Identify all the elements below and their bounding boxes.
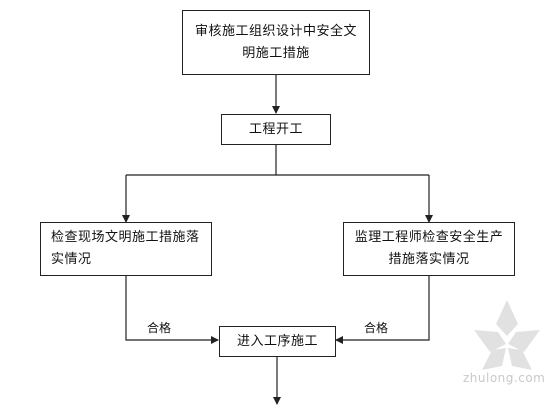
project-start-text: 工程开工 (248, 121, 303, 137)
check-site-text: 检查现场文明施工措施落实情况 (51, 230, 200, 267)
pass-label-right: 合格 (364, 321, 389, 335)
supervisor-check-text: 监理工程师检查安全生产措施落实情况 (354, 230, 504, 267)
arrow-check-site-to-process (125, 276, 219, 344)
zhulong-logo-icon (474, 300, 540, 370)
review-measures-box: 审核施工组织设计中安全文明施工措施 (182, 10, 370, 75)
pass-label-left: 合格 (147, 321, 172, 335)
review-measures-text: 审核施工组织设计中安全文明施工措施 (194, 23, 357, 61)
enter-process-box: 进入工序施工 (219, 326, 336, 357)
arrow-supervisor-to-process (335, 276, 430, 344)
supervisor-check-box: 监理工程师检查安全生产措施落实情况 (343, 222, 515, 276)
watermark-text: zhulong.com (463, 371, 546, 385)
check-site-box: 检查现场文明施工措施落实情况 (40, 222, 212, 276)
project-start-box: 工程开工 (221, 114, 331, 145)
enter-process-text: 进入工序施工 (236, 333, 318, 349)
